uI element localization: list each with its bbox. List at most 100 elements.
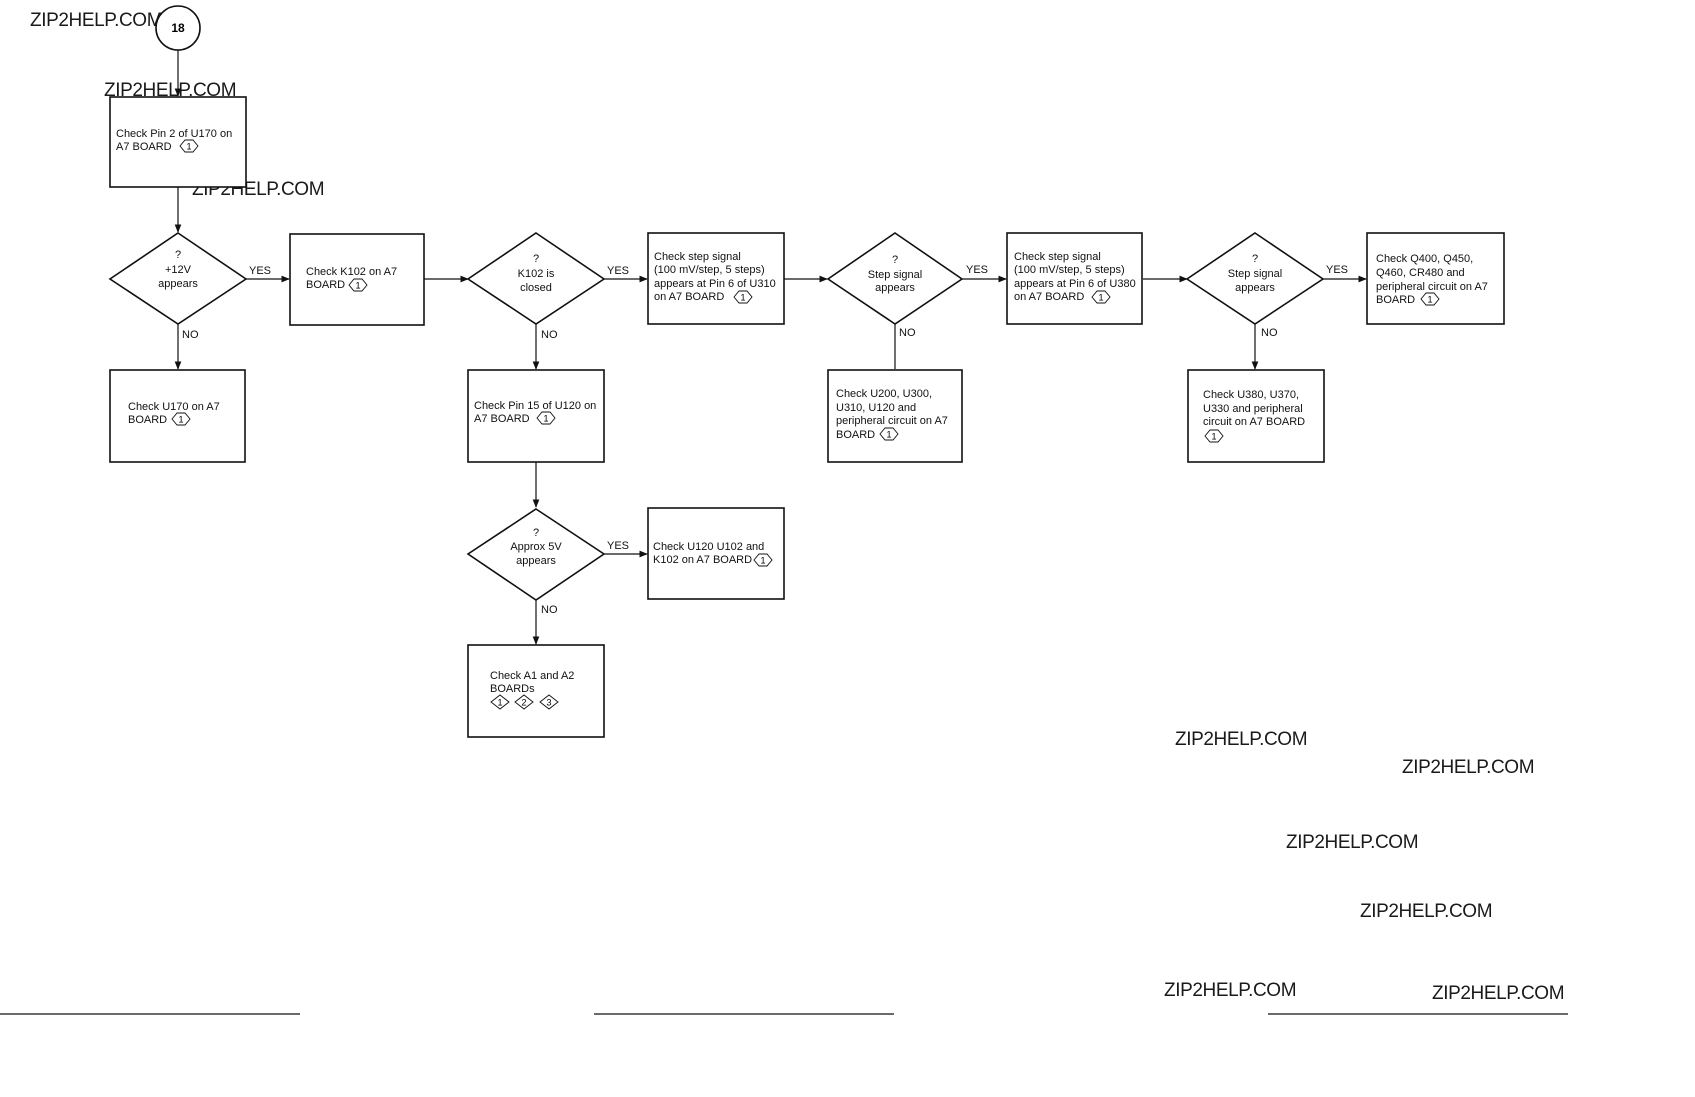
no-label: NO: [1261, 327, 1278, 339]
box-text-line: Check U200, U300,: [836, 388, 932, 400]
yes-label: YES: [1326, 264, 1348, 276]
box-text-line: Check U380, U370,: [1203, 389, 1299, 401]
box-text-line: BOARD: [128, 414, 167, 426]
watermark: ZIP2HELP.COM: [30, 10, 163, 31]
svg-text:1: 1: [543, 414, 548, 424]
no-label: NO: [541, 604, 558, 616]
decision-text-line: +12V: [165, 264, 192, 276]
box-b3: Check K102 on A7 BOARD 1: [306, 266, 397, 292]
svg-text:1: 1: [186, 142, 191, 152]
decision-text-line: ?: [1252, 253, 1258, 265]
svg-text:1: 1: [1098, 293, 1103, 303]
decision-text-line: Approx 5V: [510, 541, 562, 553]
decision-text-line: Step signal: [868, 269, 922, 281]
box-text-line: BOARD: [306, 279, 345, 291]
yes-label: YES: [966, 264, 988, 276]
decision-text-line: appears: [1235, 282, 1275, 294]
decision-text-line: appears: [158, 278, 198, 290]
box-b5: Check U120 U102 and K102 on A7 BOARD 1: [653, 541, 773, 567]
box-b4: Check Pin 15 of U120 on A7 BOARD 1: [474, 400, 596, 425]
svg-text:1: 1: [355, 281, 360, 291]
watermark: ZIP2HELP.COM: [1175, 729, 1308, 750]
ref-marker-icon: 1: [490, 694, 510, 710]
branch-labels: YES NO YES NO YES NO YES NO YES NO: [182, 264, 1348, 616]
yes-label: YES: [607, 265, 629, 277]
ref-marker-icon: 1: [753, 553, 773, 567]
box-text-line: on A7 BOARD: [1014, 291, 1084, 303]
box-text-line: circuit on A7 BOARD: [1203, 416, 1305, 428]
box-text-line: A7 BOARD: [474, 413, 530, 425]
watermark: ZIP2HELP.COM: [1432, 983, 1565, 1004]
box-text-line: Check U120 U102 and: [653, 541, 764, 553]
process-boxes: [109, 96, 1505, 738]
ref-marker-icon: 1: [1091, 290, 1111, 304]
watermark: ZIP2HELP.COM: [1286, 832, 1419, 853]
box-b6: Check A1 and A2 BOARDs 1 2 3: [490, 670, 574, 710]
box-b9: Check step signal (100 mV/step, 5 steps)…: [1014, 251, 1136, 304]
decision-text-line: ?: [175, 249, 181, 261]
decision-d5: ? Step signal appears: [1228, 253, 1282, 294]
watermark: ZIP2HELP.COM: [104, 80, 237, 101]
box-text-line: Check step signal: [654, 251, 741, 263]
decision-d3: ? Approx 5V appears: [510, 527, 562, 567]
box-b7: Check step signal (100 mV/step, 5 steps)…: [654, 251, 776, 304]
box-text-line: Check step signal: [1014, 251, 1101, 263]
decision-d2: ? K102 is closed: [518, 253, 555, 294]
box-text-line: appears at Pin 6 of U310: [654, 278, 776, 290]
decision-text-line: Step signal: [1228, 268, 1282, 280]
svg-text:1: 1: [497, 698, 502, 708]
box-text-line: Check Pin 2 of U170 on: [116, 128, 232, 140]
box-text-line: (100 mV/step, 5 steps): [1014, 264, 1125, 276]
ref-marker-icon: 1: [733, 290, 753, 304]
ref-marker-icon: 1: [879, 427, 899, 441]
svg-text:1: 1: [1211, 432, 1216, 442]
svg-text:2: 2: [521, 698, 526, 708]
ref-marker-icon: 2: [514, 694, 534, 710]
box-b8: Check U200, U300, U310, U120 and periphe…: [836, 388, 948, 441]
ref-marker-icon: 1: [536, 411, 556, 425]
box-text-line: Check A1 and A2: [490, 670, 574, 682]
box-b11: Check Q400, Q450, Q460, CR480 and periph…: [1376, 253, 1488, 306]
decision-text-line: ?: [533, 527, 539, 539]
box-text-line: BOARDs: [490, 683, 535, 695]
ref-marker-icon: 1: [179, 139, 199, 153]
watermark: ZIP2HELP.COM: [1402, 757, 1535, 778]
no-label: NO: [899, 327, 916, 339]
box-text-line: peripheral circuit on A7: [1376, 281, 1488, 293]
box-text-line: Check Pin 15 of U120 on: [474, 400, 596, 412]
svg-text:1: 1: [178, 415, 183, 425]
box-text-line: K102 on A7 BOARD: [653, 554, 752, 566]
ref-marker-icon: 1: [1420, 292, 1440, 306]
box-text-line: peripheral circuit on A7: [836, 415, 948, 427]
box-text-line: BOARD: [1376, 294, 1415, 306]
box-text-line: BOARD: [836, 429, 875, 441]
decision-diamonds: [108, 232, 1325, 601]
box-text-line: on A7 BOARD: [654, 291, 724, 303]
start-node-label: 18: [171, 21, 185, 35]
yes-label: YES: [607, 540, 629, 552]
ref-marker-icon: 3: [539, 694, 559, 710]
box-b2: Check U170 on A7 BOARD 1: [128, 401, 220, 426]
decision-text-line: ?: [533, 253, 539, 265]
box-text-line: Q460, CR480 and: [1376, 267, 1465, 279]
box-b1: Check Pin 2 of U170 on A7 BOARD 1: [116, 128, 232, 153]
svg-text:1: 1: [760, 556, 765, 566]
box-text-line: Check K102 on A7: [306, 266, 397, 278]
ref-marker-icon: 1: [348, 278, 368, 292]
svg-text:3: 3: [546, 698, 551, 708]
decision-d1: ? +12V appears: [158, 249, 198, 290]
box-text-line: Check U170 on A7: [128, 401, 220, 413]
box-b10: Check U380, U370, U330 and peripheral ci…: [1203, 389, 1305, 443]
yes-label: YES: [249, 265, 271, 277]
decision-text-line: closed: [520, 282, 552, 294]
decision-text-line: appears: [516, 555, 556, 567]
decision-d4: ? Step signal appears: [868, 254, 922, 294]
start-node: 18: [155, 5, 201, 51]
box-text-line: A7 BOARD: [116, 141, 172, 153]
box-text-line: U330 and peripheral: [1203, 403, 1303, 415]
no-label: NO: [182, 329, 199, 341]
decision-text-line: K102 is: [518, 268, 555, 280]
box-text-line: U310, U120 and: [836, 402, 916, 414]
svg-text:1: 1: [1427, 295, 1432, 305]
ref-marker-icon: 1: [1204, 429, 1224, 443]
